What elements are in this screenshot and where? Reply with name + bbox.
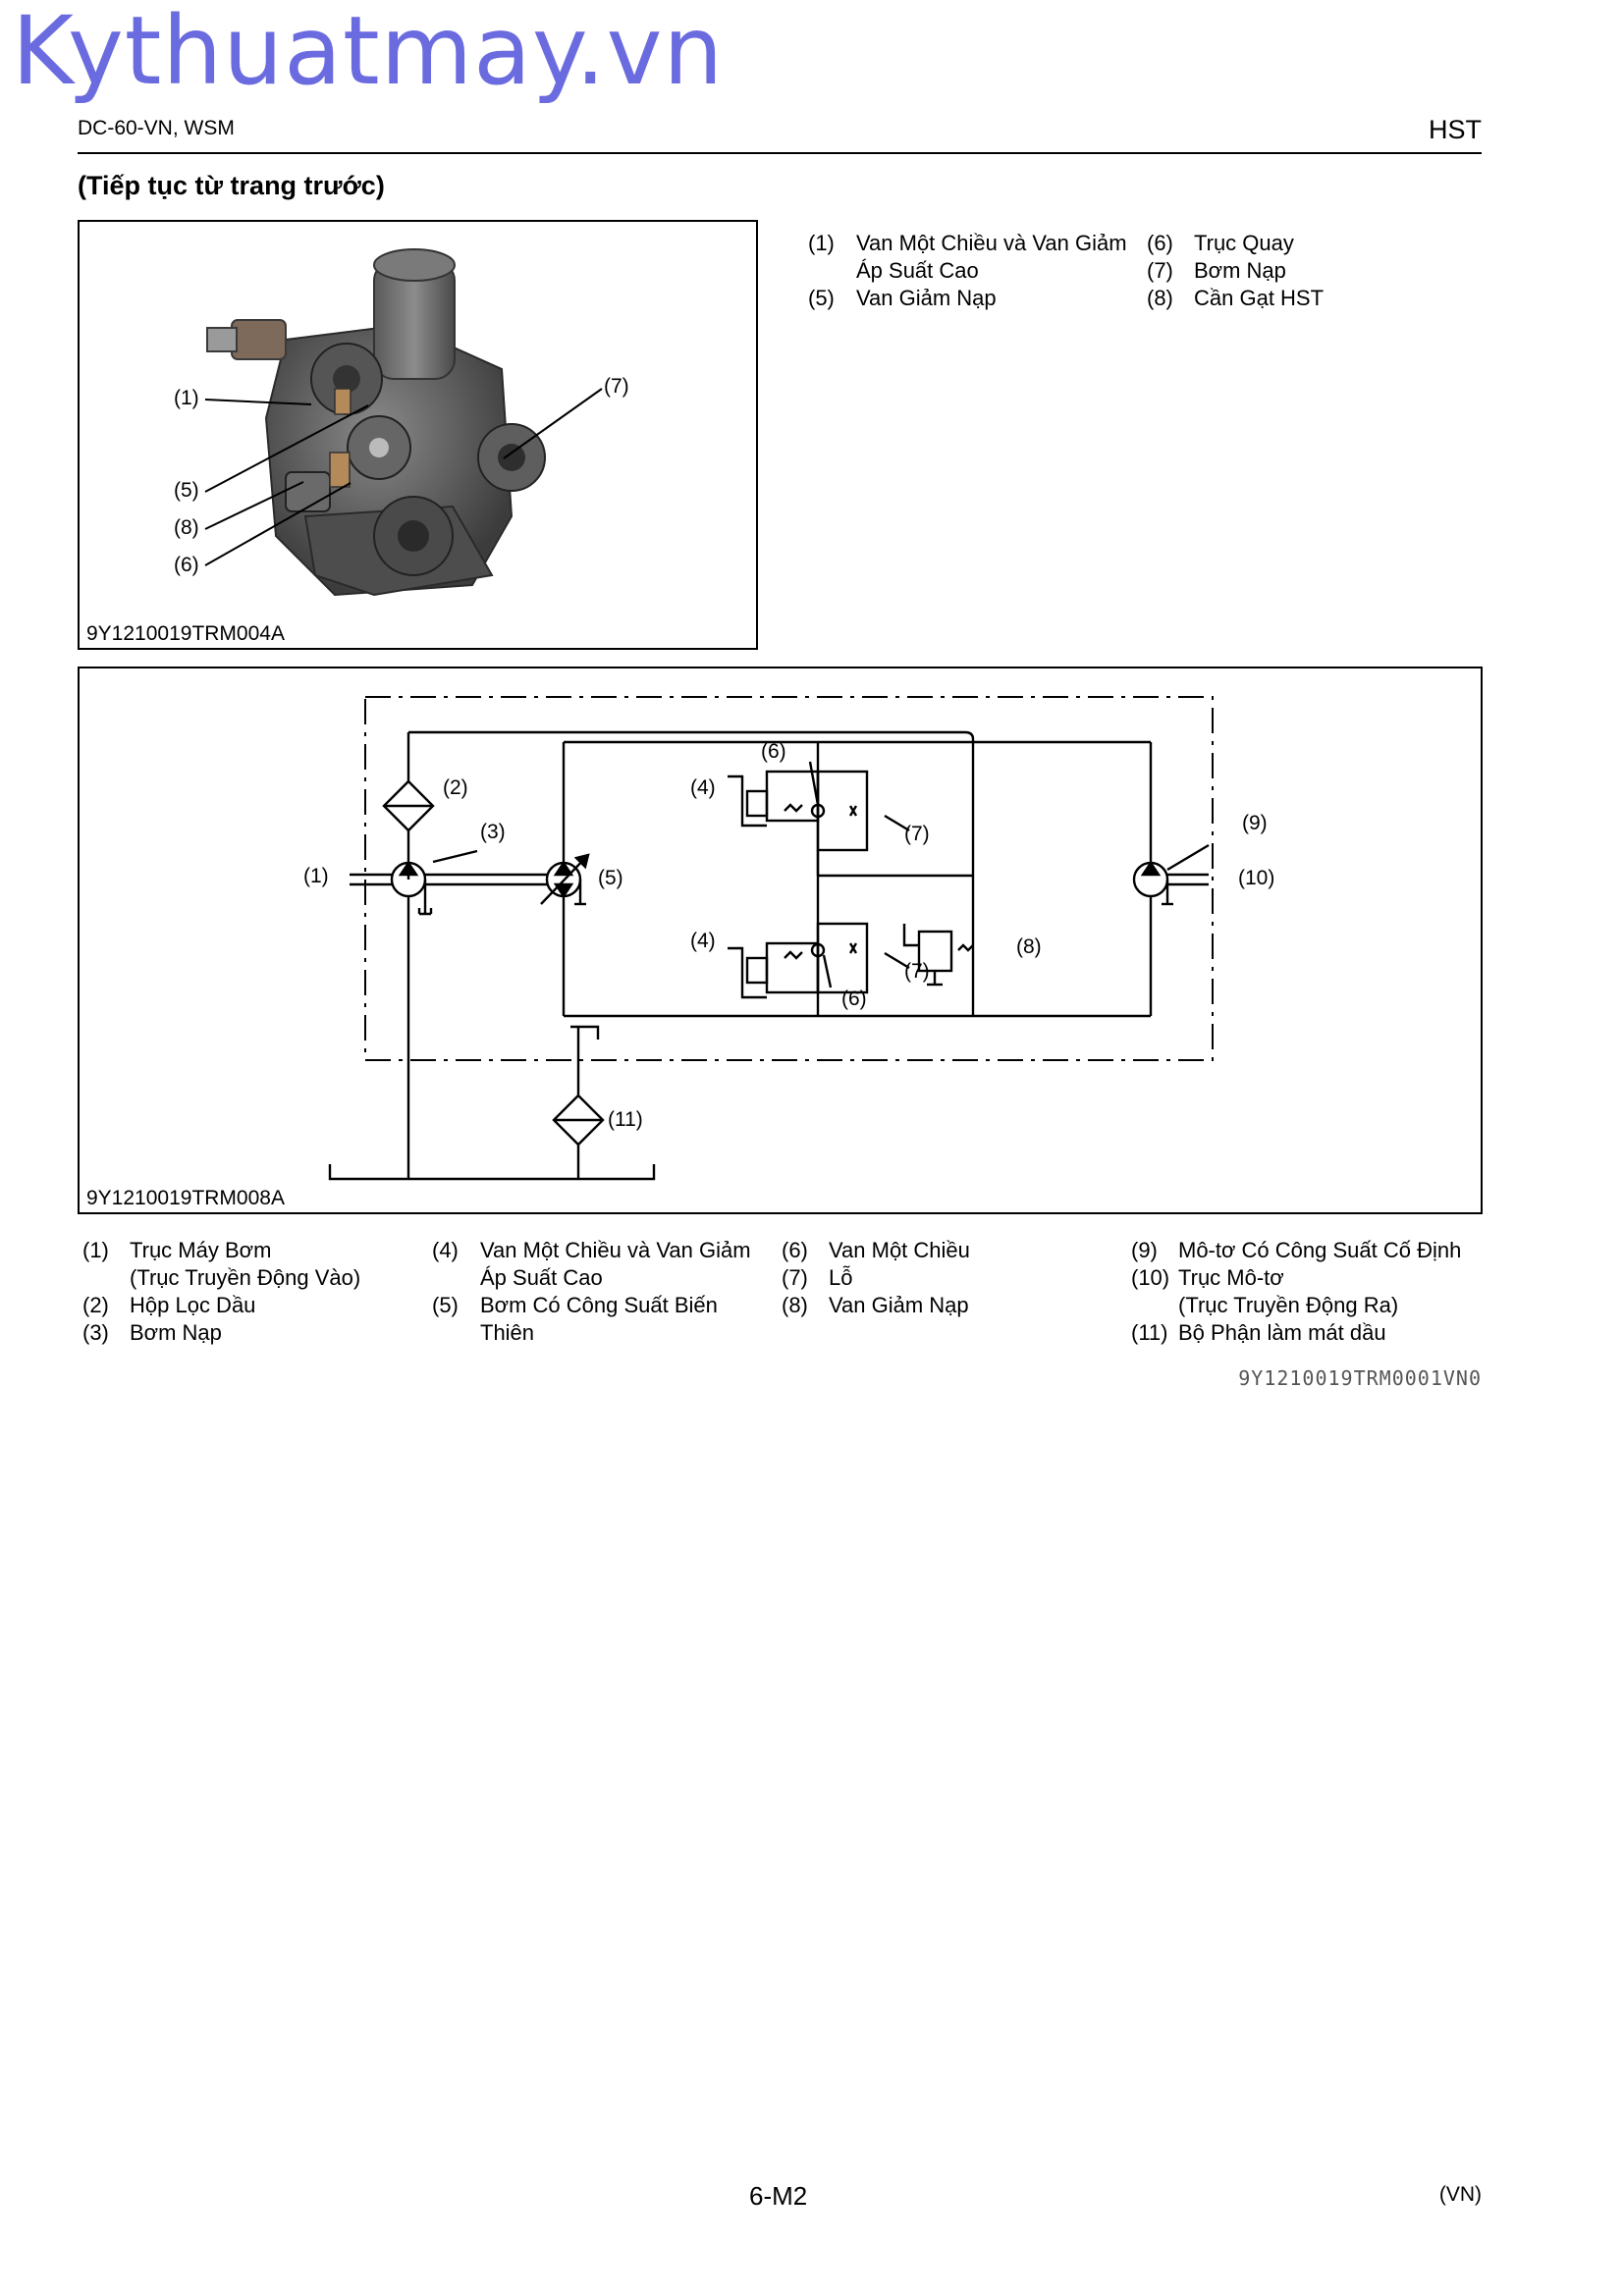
legend-text: Trục Quay	[1194, 231, 1294, 255]
legend-text: Áp Suất Cao	[856, 258, 979, 283]
legend-number: (7)	[782, 1265, 808, 1290]
pump-photo-illustration	[204, 248, 603, 597]
hydraulic-circuit-diagram	[328, 696, 1214, 1181]
photo-callout-1: (1)	[174, 387, 199, 409]
diagram-callout-5: (5)	[598, 867, 623, 889]
legend-text: Thiên	[480, 1320, 535, 1345]
legend-number: (7)	[1147, 258, 1173, 283]
diagram-callout-8: (8)	[1016, 935, 1042, 958]
diagram-legend: (1) Trục Máy Bơm (Trục Truyền Động Vào) …	[82, 1237, 1487, 1355]
legend-number: (9)	[1131, 1238, 1158, 1262]
language-code: (VN)	[1438, 2183, 1482, 2206]
legend-text: Áp Suất Cao	[480, 1265, 603, 1290]
legend-text: (Trục Truyền Động Vào)	[130, 1265, 361, 1290]
diagram-callout-3: (3)	[480, 821, 506, 843]
legend-number: (2)	[82, 1293, 109, 1317]
legend-number: (4)	[432, 1238, 459, 1262]
legend-number: (5)	[808, 286, 835, 310]
hydraulic-circuit-figure: (1) (2) (3) (4) (4) (5) (6) (6) (7) (7) …	[78, 667, 1483, 1214]
legend-text: Bơm Nạp	[1194, 258, 1286, 283]
legend-number: (8)	[782, 1293, 808, 1317]
legend-text: (Trục Truyền Động Ra)	[1178, 1293, 1399, 1317]
legend-text: Lỗ	[829, 1265, 853, 1290]
diagram-legend-item-5-cont: Thiên	[480, 1319, 534, 1347]
diagram-legend-item-10-cont: (Trục Truyền Động Ra)	[1178, 1292, 1398, 1319]
legend-text: Bơm Có Công Suất Biến	[480, 1293, 718, 1317]
diagram-figure-code: 9Y1210019TRM008A	[86, 1187, 285, 1209]
legend-number: (8)	[1147, 286, 1173, 310]
photo-legend-item-1-cont: Áp Suất Cao	[856, 257, 979, 285]
legend-text: Hộp Lọc Dầu	[130, 1293, 256, 1317]
legend-text: Mô-tơ Có Công Suất Cố Định	[1178, 1238, 1462, 1262]
legend-number: (6)	[782, 1238, 808, 1262]
legend-number: (6)	[1147, 231, 1173, 255]
diagram-callout-10: (10)	[1238, 867, 1275, 889]
legend-text: Trục Mô-tơ	[1178, 1265, 1284, 1290]
photo-legend: (1) Van Một Chiều và Van Giảm Áp Suất Ca…	[808, 230, 1446, 318]
diagram-callout-6-lower: (6)	[841, 988, 867, 1010]
document-reference-code: 9Y1210019TRM0001VN0	[1238, 1366, 1482, 1390]
page-number: 6-M2	[749, 2181, 808, 2211]
legend-text: Van Giảm Nạp	[829, 1293, 969, 1317]
header-rule	[78, 152, 1482, 154]
photo-figure-code: 9Y1210019TRM004A	[86, 622, 285, 645]
legend-number: (1)	[808, 231, 835, 255]
legend-number: (10)	[1131, 1265, 1170, 1290]
page-subtitle: (Tiếp tục từ trang trước)	[78, 171, 385, 200]
legend-number: (3)	[82, 1320, 109, 1345]
watermark: Kythuatmay.vn	[12, 0, 725, 106]
header-section: HST	[1429, 115, 1482, 144]
photo-callout-8: (8)	[174, 516, 199, 539]
legend-text: Van Một Chiều và Van Giảm	[856, 231, 1127, 255]
diagram-legend-item-4-cont: Áp Suất Cao	[480, 1264, 603, 1292]
legend-number: (11)	[1131, 1320, 1168, 1345]
photo-callout-6: (6)	[174, 554, 199, 576]
legend-number: (5)	[432, 1293, 459, 1317]
diagram-callout-4-upper: (4)	[690, 776, 716, 799]
diagram-callout-6-upper: (6)	[761, 740, 786, 763]
legend-text: Bộ Phận làm mát dầu	[1178, 1320, 1386, 1345]
legend-text: Cần Gạt HST	[1194, 286, 1325, 310]
diagram-callout-11: (11)	[608, 1108, 643, 1131]
pump-photo-figure: (1) (5) (8) (6) (7) 9Y1210019TRM004A	[78, 220, 758, 650]
legend-text: Van Một Chiều	[829, 1238, 970, 1262]
diagram-legend-item-1-cont: (Trục Truyền Động Vào)	[130, 1264, 360, 1292]
diagram-callout-9: (9)	[1242, 812, 1268, 834]
diagram-callout-7-upper: (7)	[904, 823, 930, 845]
photo-callout-7: (7)	[604, 375, 629, 398]
legend-text: Trục Máy Bơm	[130, 1238, 272, 1262]
legend-text: Bơm Nạp	[130, 1320, 222, 1345]
diagram-callout-4-lower: (4)	[690, 930, 716, 952]
photo-callout-5: (5)	[174, 479, 199, 502]
legend-number: (1)	[82, 1238, 109, 1262]
diagram-callout-2: (2)	[443, 776, 468, 799]
legend-text: Van Giảm Nạp	[856, 286, 997, 310]
diagram-callout-7-lower: (7)	[904, 960, 930, 983]
diagram-callout-1: (1)	[303, 865, 329, 887]
legend-text: Van Một Chiều và Van Giảm	[480, 1238, 751, 1262]
header-manual-code: DC-60-VN, WSM	[78, 117, 235, 139]
